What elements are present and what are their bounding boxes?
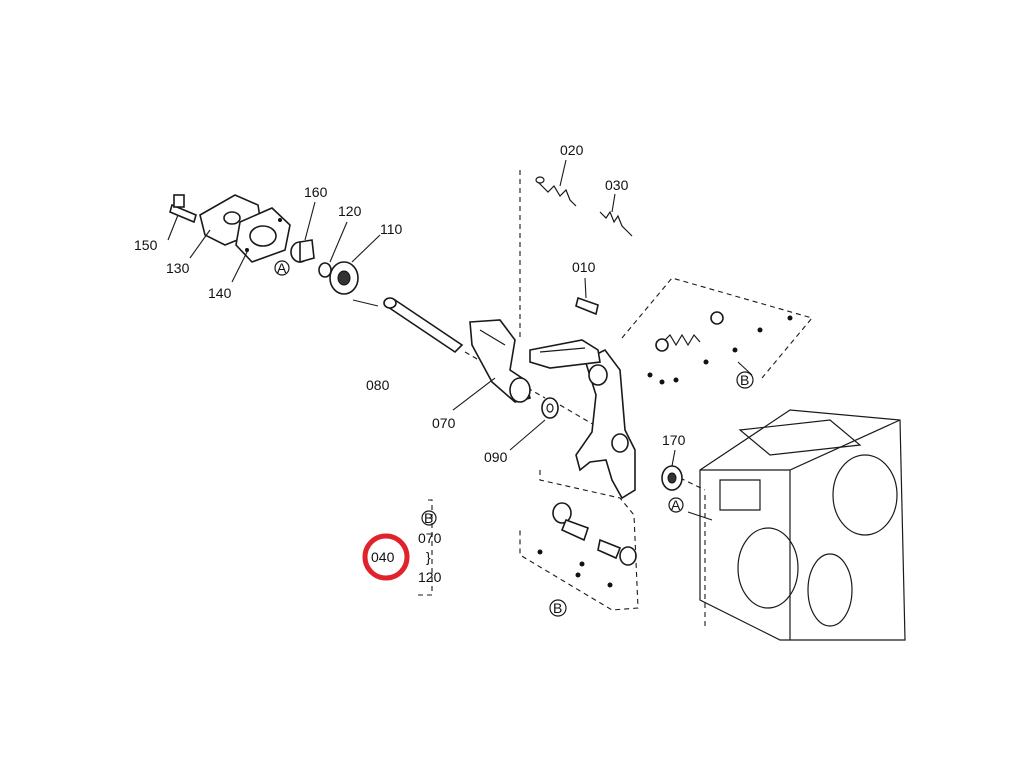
spring-020 [535,176,577,207]
fork-lever [575,348,636,500]
ref-marker-a-left: A [274,260,290,276]
leader-lines [167,159,753,521]
highlight-circle [362,533,410,581]
bearing-110 [329,261,359,295]
label-020: 020 [560,142,584,158]
legend-bracket [418,499,433,596]
ref-marker-a-right: A [668,497,684,513]
spring-dashed-box [621,277,813,379]
spring-030 [599,210,633,237]
bushing-160 [290,239,315,264]
ref-marker-b-right-text: B [740,372,749,388]
label-120: 120 [338,203,362,219]
label-010: 010 [572,259,596,275]
highlighted-part-label: 040 [371,549,395,565]
legend-block: B 070 } 120 040 [362,499,442,596]
ref-marker-b-right: B [736,371,754,389]
label-090: 090 [484,449,508,465]
legend-range-end: 120 [418,569,442,585]
label-070: 070 [432,415,456,431]
ref-marker-a-right-text: A [671,497,681,513]
lever-070 [469,319,531,403]
label-080: 080 [366,377,390,393]
engine-block [699,409,906,641]
label-110: 110 [380,221,403,237]
label-030: 030 [605,177,629,193]
gasket-140 [235,207,291,263]
ref-marker-a-left-text: A [277,260,287,276]
label-160: 160 [304,184,328,200]
legend-marker: B [424,510,433,526]
pin-010 [575,296,599,316]
ref-marker-b-bottom-text: B [553,600,562,616]
label-150: 150 [134,237,158,253]
label-170: 170 [662,432,686,448]
indicator-dots [537,315,793,588]
pins-bottom [552,502,637,566]
legend-range-separator: } [426,549,431,565]
ref-marker-b-bottom: B [549,599,567,617]
spring-assembly-right [655,311,724,352]
label-140: 140 [208,285,232,301]
ring-120-left [318,262,332,278]
label-130: 130 [166,260,190,276]
bolt-150 [169,194,197,224]
legend-range-start: 070 [418,530,442,546]
washer-090 [541,397,559,419]
linkage-bracket [529,339,601,369]
bearing-170 [661,465,683,491]
